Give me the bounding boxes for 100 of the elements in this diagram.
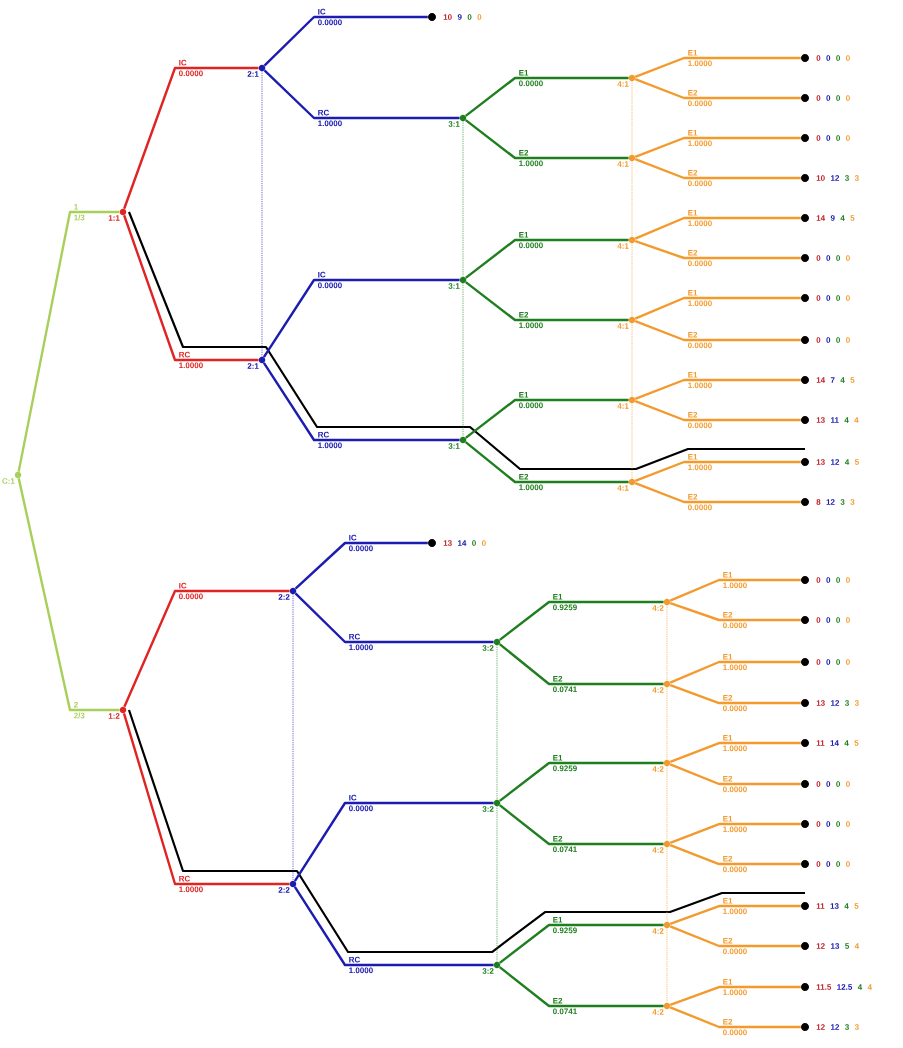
edge-label: 1.0000	[179, 886, 203, 893]
branch-line	[669, 763, 801, 786]
payoff-value: 14	[830, 740, 839, 746]
branch-line	[634, 136, 801, 158]
edge-label: RC	[318, 109, 330, 116]
edge-label: 1.0000	[688, 140, 712, 147]
edge-label: IC	[179, 582, 187, 589]
edge-label: 0.0741	[553, 1008, 577, 1015]
branch-line	[669, 602, 801, 622]
payoff-value: 0	[472, 540, 476, 546]
payoff-value: 0	[816, 781, 821, 787]
node-label: 3:2	[482, 645, 494, 651]
decision-node: 2:2	[278, 880, 297, 893]
edge-label: E1	[723, 654, 733, 660]
edge-label: 0.0741	[553, 686, 577, 693]
decision-node: 3:1	[448, 276, 467, 289]
branch-line	[464, 441, 629, 484]
information-set-line	[496, 806, 498, 962]
payoff-value: 0	[816, 295, 821, 301]
edge-label: 0.9259	[553, 604, 577, 611]
payoff-value: 0	[816, 337, 821, 343]
branch-line	[123, 589, 290, 708]
edge-label: E1	[723, 898, 733, 904]
payoff-value: 0	[816, 577, 821, 583]
edge-label: 1.0000	[723, 989, 747, 996]
edge-label: 0.0000	[723, 866, 747, 873]
edge-label: IC	[349, 794, 357, 801]
edge-label: 1.0000	[688, 60, 712, 67]
branch-line	[17, 478, 120, 712]
payoff-value: 0	[816, 617, 821, 623]
payoff-value: 4	[840, 377, 845, 383]
edge-label: E1	[688, 210, 698, 216]
edge-label: 0.0000	[519, 242, 543, 249]
edge-label: 2	[74, 701, 78, 708]
branch-line	[294, 592, 494, 644]
edge-label: 1.0000	[723, 582, 747, 589]
edge-label: IC	[318, 8, 326, 15]
edge-label: E1	[723, 735, 733, 741]
payoff-value: 0	[826, 95, 831, 101]
edge-label: IC	[349, 534, 357, 541]
edge-label: 1.0000	[318, 120, 342, 127]
edge-label: E2	[688, 331, 698, 338]
branch-line	[498, 966, 664, 1008]
node-label: 4:2	[652, 847, 664, 853]
payoff-value: 0	[846, 821, 850, 827]
branch-line	[123, 66, 259, 210]
branch-line	[262, 278, 460, 358]
payoff-value: 0	[846, 95, 850, 101]
branch-line	[669, 1006, 801, 1029]
payoff-value: 5	[850, 215, 855, 221]
decision-node: 4:2	[652, 598, 671, 611]
payoff-value: 0	[826, 861, 831, 867]
edge-label: 1.0000	[179, 362, 203, 369]
information-set-line	[666, 605, 668, 681]
branch-line	[669, 822, 801, 844]
edge-label: E1	[519, 392, 529, 398]
branch-line	[634, 216, 801, 240]
payoff-value: 4	[844, 740, 849, 746]
edge-label: E1	[519, 70, 529, 76]
edge-label: RC	[318, 431, 330, 438]
edge-label: 1.0000	[723, 908, 747, 915]
branch-line	[634, 320, 801, 342]
decision-node: 3:1	[448, 436, 467, 449]
decision-node: 4:2	[652, 680, 671, 693]
edge-label: E2	[553, 997, 563, 1004]
information-set-line	[666, 847, 668, 922]
branch-line	[499, 600, 664, 641]
node-label: 4:2	[652, 1009, 664, 1015]
edge-label: 1/3	[74, 214, 85, 221]
payoff-value: 0	[836, 255, 841, 261]
node-label: 3:1	[448, 121, 460, 127]
branch-line	[634, 158, 801, 180]
payoff-value: 12	[831, 459, 840, 465]
edge-label: 0.0000	[688, 100, 712, 107]
payoff-value: 0	[836, 659, 841, 665]
payoff-value: 0	[477, 14, 482, 20]
payoff-value: 3	[840, 499, 845, 505]
payoff-value: 11	[816, 740, 825, 746]
payoff-value: 0	[826, 337, 831, 343]
edge-label: E1	[553, 917, 563, 923]
branch-line	[634, 460, 801, 482]
edge-label: 0.0000	[179, 70, 203, 77]
edge-label: E1	[723, 979, 733, 985]
edge-label: E1	[688, 454, 698, 460]
branch-line	[465, 398, 629, 439]
payoff-value: 14	[458, 540, 467, 546]
payoff-value: 0	[826, 781, 831, 787]
payoff-value: 0	[836, 337, 841, 343]
edge-label: 0.0000	[723, 622, 747, 629]
decision-node: 4:2	[652, 759, 671, 772]
payoff-value: 12	[816, 943, 825, 949]
edge-label: E1	[688, 372, 698, 378]
branch-line	[465, 238, 629, 279]
edge-label: E2	[519, 311, 529, 318]
edge-label: E1	[519, 232, 529, 238]
edge-label: 1.0000	[349, 967, 373, 974]
branch-line	[669, 578, 801, 602]
payoff-value: 0	[836, 135, 841, 141]
payoff-value: 12.5	[837, 984, 853, 990]
payoff-value: 0	[826, 135, 831, 141]
